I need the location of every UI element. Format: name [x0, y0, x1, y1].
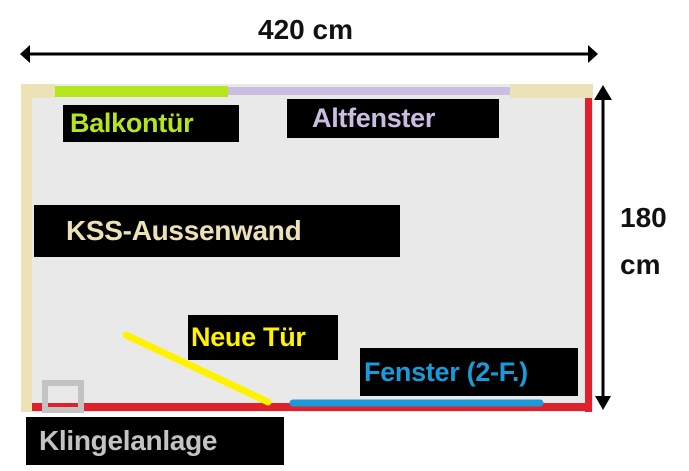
outer-wall-label: KSS-Aussenwand: [34, 205, 400, 257]
window-2f-label: Fenster (2-F.): [360, 348, 578, 396]
new-wall-right: [585, 98, 592, 412]
outer-wall-left: [21, 84, 32, 412]
width-dimension-arrow: [20, 45, 598, 63]
outer-wall-label-text: KSS-Aussenwand: [66, 215, 302, 246]
balcony-door-label-text: Balkontür: [70, 108, 194, 138]
balcony-door-label: Balkontür: [63, 105, 239, 142]
new-wall-bottom: [32, 403, 592, 411]
doorbell-box: [42, 380, 84, 413]
height-dimension-unit: cm: [620, 249, 661, 280]
old-window-label-text: Altfenster: [312, 103, 436, 133]
height-dimension-arrow: [594, 85, 612, 410]
doorbell-label: Klingelanlage: [26, 417, 284, 465]
height-dimension-value: 180: [620, 202, 667, 233]
old-window-segment: [228, 87, 510, 95]
window-2f-label-text: Fenster (2-F.): [364, 356, 528, 387]
width-dimension-label: 420 cm: [258, 14, 353, 45]
balcony-door-segment: [55, 86, 228, 97]
outer-wall-top-right: [510, 84, 593, 98]
outer-wall-top-left: [21, 84, 55, 98]
new-door-label-text: Neue Tür: [191, 322, 306, 352]
old-window-label: Altfenster: [287, 99, 499, 138]
doorbell-label-text: Klingelanlage: [39, 425, 218, 456]
new-door-line: [122, 331, 272, 406]
new-door-label: Neue Tür: [188, 315, 338, 360]
